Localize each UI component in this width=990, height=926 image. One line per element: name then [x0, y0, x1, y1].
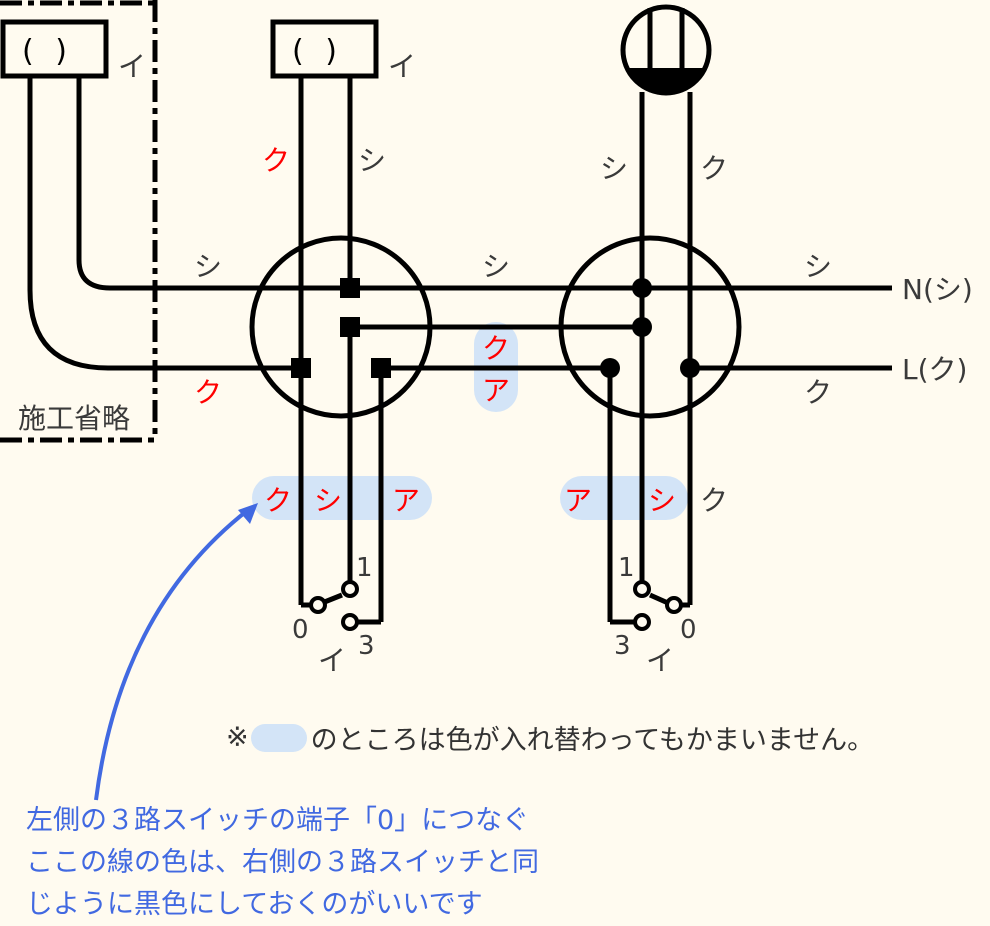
wire-label: ク	[700, 152, 728, 185]
wire-label: ア	[482, 374, 510, 407]
highlight-pill-right-switch	[560, 476, 688, 520]
highlight-pill-left-switch	[252, 476, 432, 520]
wire-label: シ	[358, 144, 386, 177]
center-fixture-box	[270, 19, 379, 79]
omitted-area-label: 施工省略	[18, 402, 130, 435]
wires	[27, 76, 892, 625]
terminal-3-label: 3	[614, 631, 631, 661]
note-mark: ※	[226, 722, 249, 753]
center-fixture-label: イ	[388, 50, 416, 83]
callout-arrow	[94, 508, 250, 801]
right-switch-label: イ	[646, 644, 674, 677]
switch-wire-label: シ	[648, 484, 676, 517]
switch-wire-label: ア	[392, 484, 420, 517]
wire-label: ク	[194, 376, 222, 409]
right-junction-connectors	[600, 278, 700, 378]
callout-text: 左側の３路スイッチの端子「0」につなぐ ここの線の色は、右側の３路スイッチと同 …	[26, 800, 539, 926]
callout-line: 左側の３路スイッチの端子「0」につなぐ	[26, 805, 530, 836]
left-fixture-box	[0, 19, 109, 79]
wire-label: シ	[482, 250, 510, 283]
terminal-1-label: 1	[356, 553, 373, 583]
center-fixture-symbol: ( )	[292, 34, 343, 69]
terminal-0-label: 0	[292, 615, 309, 645]
note-text: のところは色が入れ替わってもかまいません。	[310, 725, 875, 756]
wire-label: ク	[262, 144, 290, 177]
wire-label: ク	[482, 332, 510, 365]
left-fixture-label: イ	[118, 50, 146, 83]
supply-neutral-label: N(シ)	[902, 273, 973, 306]
wire-label: ク	[804, 376, 832, 409]
highlight-swatch	[250, 723, 307, 752]
switch-wire-label: ア	[564, 484, 592, 517]
receptacle-icon	[620, 4, 712, 96]
wire-label: シ	[804, 250, 832, 283]
left-fixture-symbol: ( )	[22, 34, 73, 69]
terminal-1-label: 1	[618, 553, 635, 583]
switch-wire-label: ク	[264, 484, 292, 517]
arrow-head-icon	[238, 503, 258, 524]
left-junction-connectors	[291, 278, 391, 378]
terminal-3-label: 3	[358, 631, 375, 661]
switch-terminals	[309, 580, 683, 631]
left-switch-label: イ	[318, 644, 346, 677]
wire-label: シ	[194, 250, 222, 283]
terminal-0-label: 0	[680, 615, 697, 645]
supply-line-label: L(ク)	[902, 353, 967, 386]
callout-line: じように黒色にしておくのがいいです	[26, 889, 483, 920]
switch-wire-label: シ	[314, 484, 342, 517]
callout-line: ここの線の色は、右側の３路スイッチと同	[26, 847, 539, 878]
switch-wire-label: ク	[700, 484, 728, 517]
color-swap-note: ※ のところは色が入れ替わってもかまいません。	[226, 718, 874, 757]
wire-label: シ	[600, 152, 628, 185]
